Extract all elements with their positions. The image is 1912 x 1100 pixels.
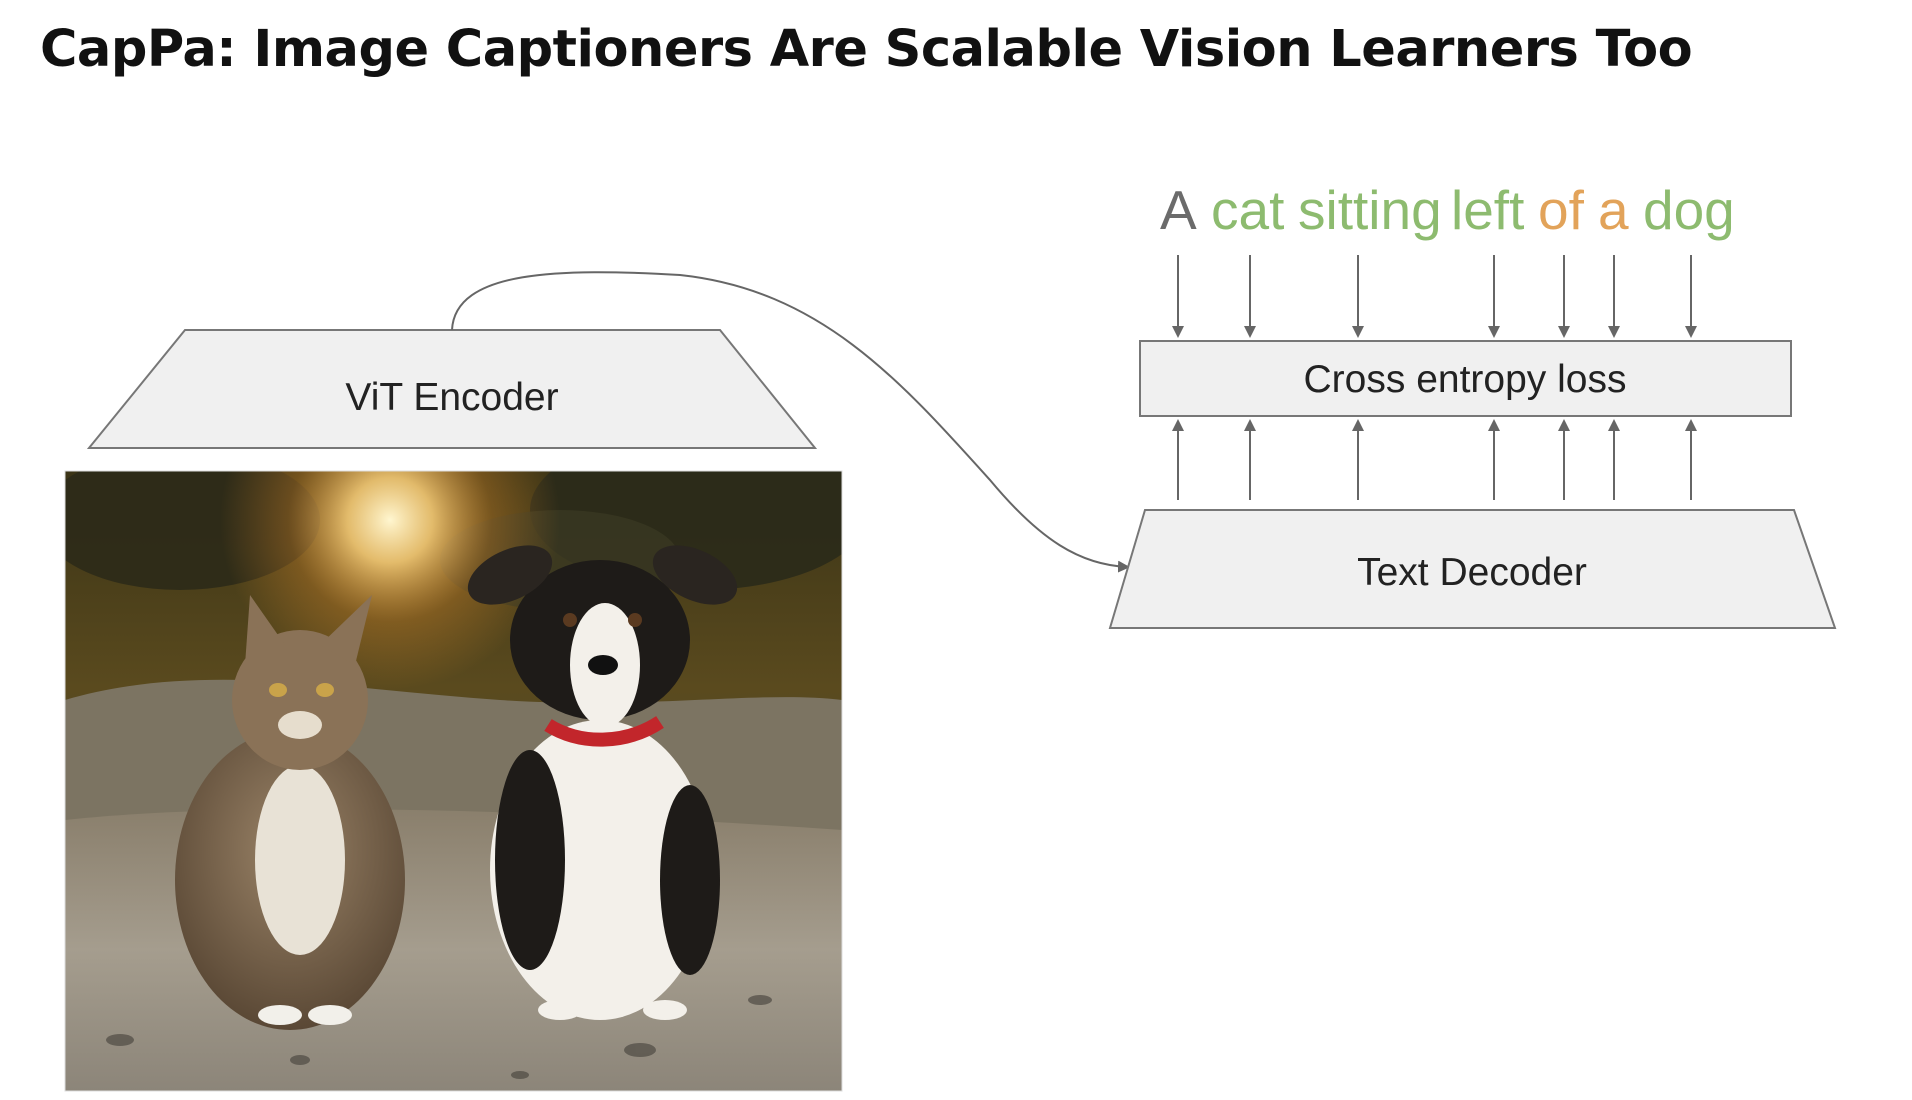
vit-encoder-label: ViT Encoder	[345, 376, 558, 419]
caption-token: sitting	[1298, 179, 1442, 241]
vit-encoder: ViT Encoder	[86, 329, 818, 449]
token-to-loss-arrows	[1172, 255, 1697, 338]
input-photo	[65, 471, 842, 1091]
cross-entropy-loss-box: Cross entropy loss	[1139, 340, 1792, 417]
caption-token: A	[1160, 179, 1197, 241]
decoder-to-loss-arrows	[1172, 419, 1697, 500]
text-decoder: Text Decoder	[1108, 509, 1837, 629]
slide-title: CapPa: Image Captioners Are Scalable Vis…	[40, 20, 1693, 79]
caption-sentence: A cat sitting left of a dog	[1160, 179, 1735, 241]
text-decoder-label: Text Decoder	[1357, 551, 1587, 594]
caption-token: left	[1451, 179, 1524, 241]
caption-token: dog	[1643, 179, 1735, 241]
caption-token: cat	[1211, 179, 1284, 241]
caption-token: a	[1598, 179, 1629, 241]
caption-token: of	[1538, 179, 1585, 241]
cat	[175, 595, 405, 1030]
cross-entropy-loss-label: Cross entropy loss	[1304, 358, 1627, 401]
dog	[467, 545, 738, 1020]
encoder-to-decoder-arrow	[451, 271, 1130, 573]
